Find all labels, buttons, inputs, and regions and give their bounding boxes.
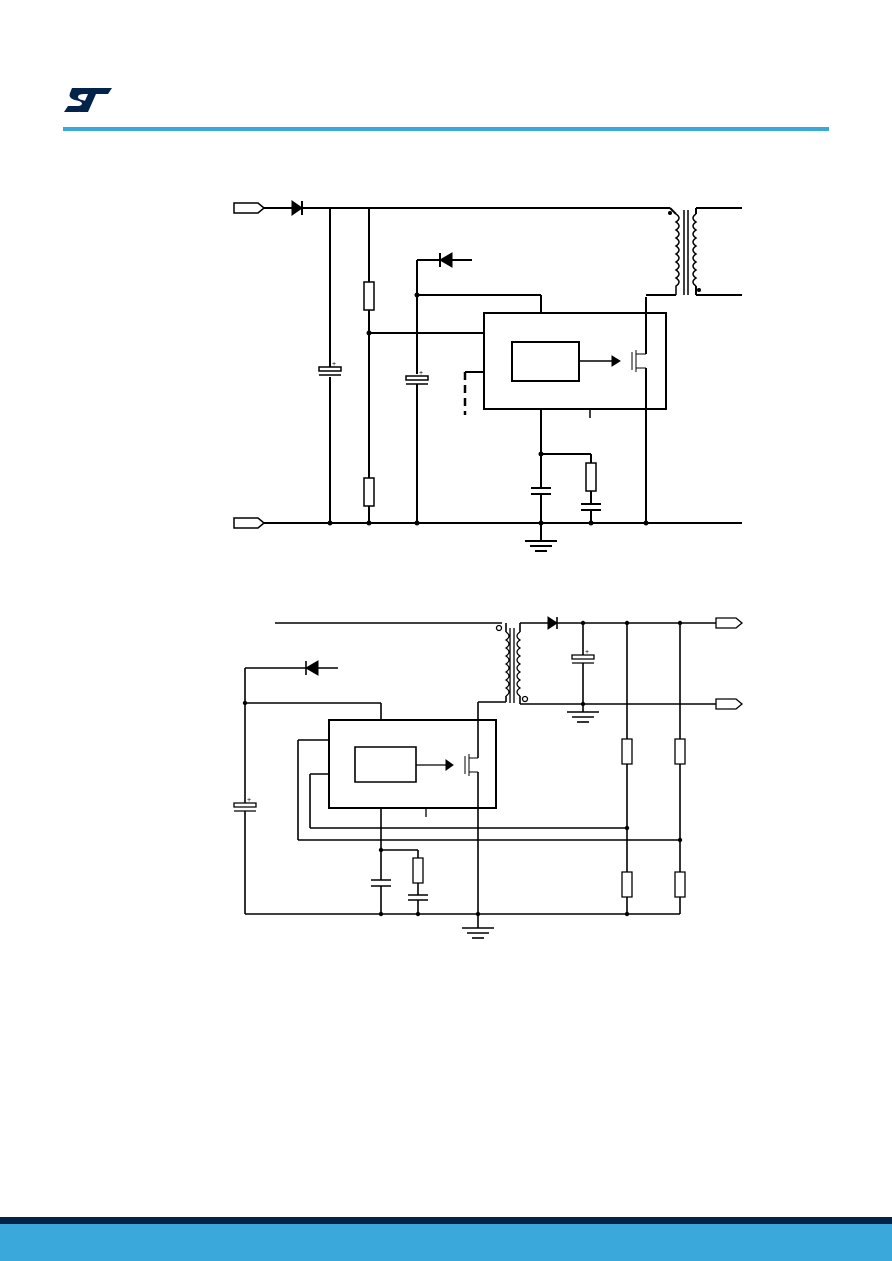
header-rule: [63, 127, 829, 131]
svg-text:+: +: [585, 649, 589, 656]
svg-text:+: +: [332, 361, 336, 368]
footer-band-main: [0, 1224, 892, 1261]
st-logo-icon: [62, 84, 114, 114]
svg-text:+: +: [419, 370, 423, 377]
footer-band: [0, 1217, 892, 1261]
svg-text:+: +: [247, 797, 251, 804]
footer-stripe: [0, 1217, 892, 1224]
